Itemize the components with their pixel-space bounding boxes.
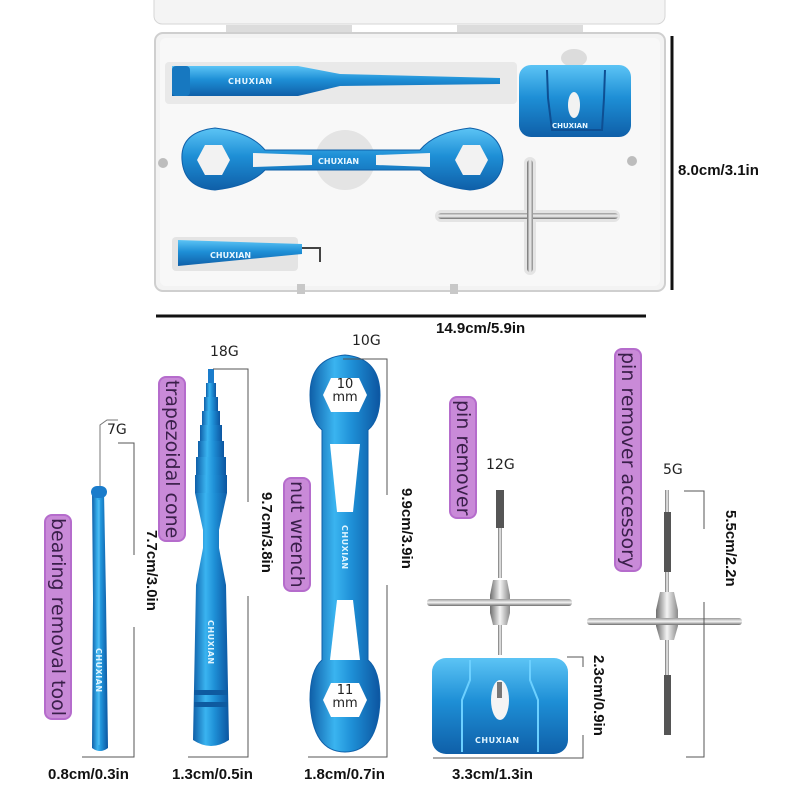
brand-on-cone: CHUXIAN [206,620,215,665]
svg-text:CHUXIAN: CHUXIAN [318,157,359,166]
brand-on-wrench: CHUXIAN [340,525,349,570]
case-trapezoidal-cone: CHUXIAN [165,62,517,104]
wrench-bottom-size-unit: mm [332,696,358,711]
accessory-length-label: 5.5cm/2.2n [722,510,739,587]
wrench-length-label: 9.9cm/3.9in [398,488,415,569]
tool-name-nut-wrench: nut wrench [285,479,309,590]
gauge-label-bearing: 7G [107,422,127,438]
gauge-label-wrench: 10G [352,333,381,349]
trapezoidal-cone-tool [193,369,229,746]
brand-on-base: CHUXIAN [475,736,520,745]
cone-length-label: 9.7cm/3.8in [258,492,275,573]
brand-on-bearing-tool: CHUXIAN [94,648,103,693]
case-lid [153,0,666,32]
gauge-label-accessory: 5G [663,462,683,478]
case-width-label: 14.9cm/5.9in [436,320,526,337]
dimension-brackets [82,358,705,759]
gauge-label-cone: 18G [210,344,239,360]
pin-remover-accessory-tool [587,490,742,735]
pin-remover-base [432,658,568,754]
bearing-removal-tool [91,419,118,751]
wrench-top-size-value: 10 [336,377,354,392]
case-pin-remover-base: CHUXIAN [519,49,631,137]
base-width-label: 3.3cm/1.3in [452,766,533,783]
svg-text:CHUXIAN: CHUXIAN [228,77,273,86]
bearing-width-label: 0.8cm/0.3in [48,766,129,783]
case-bearing-removal-tool: CHUXIAN [172,237,321,271]
svg-text:CHUXIAN: CHUXIAN [552,122,588,130]
base-height-label: 2.3cm/0.9in [590,655,607,736]
tool-name-bearing-removal: bearing removal tool [46,516,70,719]
tool-name-pin-remover-accessory: pin remover accessory [616,350,640,571]
case-pin-remover [435,157,620,275]
tool-name-trapezoidal-cone: trapezoidal cone [160,378,184,541]
pin-remover-tool [427,490,572,655]
gauge-label-pin-remover: 12G [486,457,515,473]
wrench-bottom-size: 11 mm [329,684,361,710]
cone-width-label: 1.3cm/0.5in [172,766,253,783]
wrench-width-label: 1.8cm/0.7in [304,766,385,783]
nut-wrench-tool [309,354,381,753]
tool-name-pin-remover: pin remover [451,398,475,518]
svg-text:CHUXIAN: CHUXIAN [210,251,251,260]
case-height-label: 8.0cm/3.1in [678,162,759,179]
bearing-length-label: 7.7cm/3.0in [143,530,160,611]
wrench-top-size: 10 mm [329,378,361,404]
case-nut-wrench: CHUXIAN [181,127,504,191]
wrench-top-size-unit: mm [332,390,358,405]
wrench-bottom-size-value: 11 [336,683,354,698]
